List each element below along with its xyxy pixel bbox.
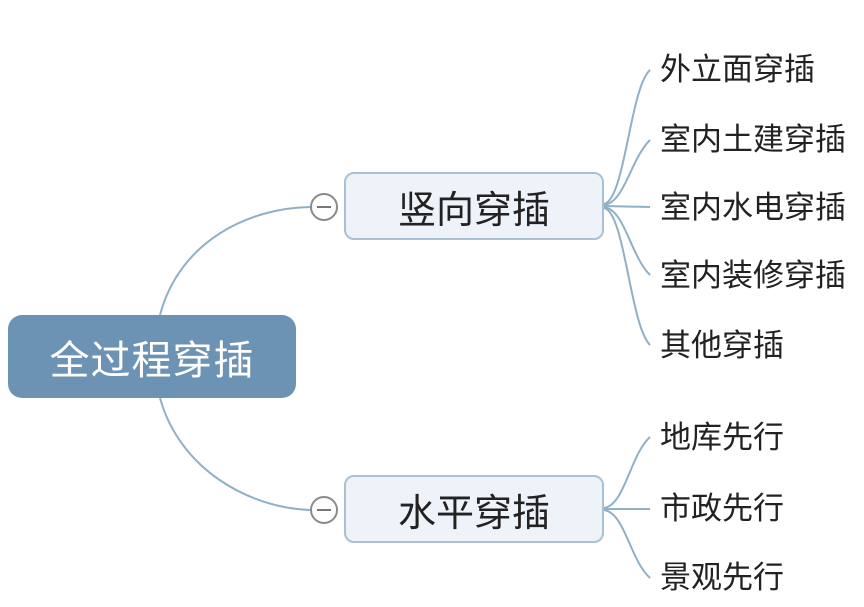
leaf-node[interactable]: 外立面穿插 <box>660 52 815 88</box>
connector-root-branch-1 <box>159 206 311 316</box>
leaf-node[interactable]: 其他穿插 <box>660 328 784 364</box>
leaf-node[interactable]: 市政先行 <box>660 491 784 527</box>
root-node-label: 全过程穿插 <box>49 337 255 384</box>
connector-branch-1-leaf-4 <box>603 206 651 276</box>
connector-branch-1-leaf-1 <box>603 69 651 205</box>
connector-branch-1-leaf-2 <box>603 139 651 206</box>
leaf-node[interactable]: 景观先行 <box>660 560 784 596</box>
connector-branch-1-leaf-5 <box>603 207 651 346</box>
leaf-node[interactable]: 室内土建穿插 <box>660 122 846 158</box>
leaf-node[interactable]: 室内装修穿插 <box>660 258 846 294</box>
connector-root-branch-2 <box>159 397 311 511</box>
leaf-node[interactable]: 地库先行 <box>660 420 784 456</box>
branch-node-vertical[interactable]: 竖向穿插 <box>344 172 604 240</box>
leaf-node[interactable]: 室内水电穿插 <box>660 190 846 226</box>
branch-node-label: 竖向穿插 <box>397 187 550 232</box>
branch-node-label: 水平穿插 <box>397 490 550 535</box>
root-node[interactable]: 全过程穿插 <box>8 315 296 398</box>
collapse-icon[interactable] <box>310 193 338 221</box>
collapse-icon[interactable] <box>310 496 338 524</box>
connector-branch-2-leaf-3 <box>603 509 651 579</box>
connector-branch-2-leaf-1 <box>603 436 651 509</box>
connector-branch-1-leaf-3 <box>603 205 651 208</box>
branch-node-horizontal[interactable]: 水平穿插 <box>344 475 604 543</box>
